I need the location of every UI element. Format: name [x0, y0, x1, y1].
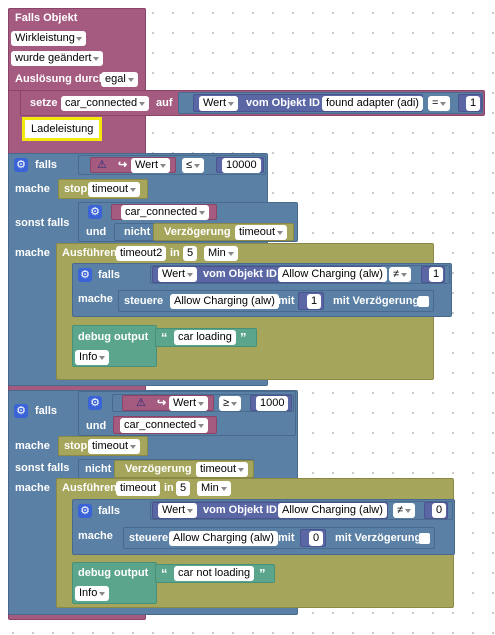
stop-label: stop — [64, 183, 88, 195]
do-label: mache — [15, 440, 50, 452]
event-ack-label: Auslösung durch — [15, 73, 106, 85]
prop-dropdown[interactable]: Wert — [169, 396, 209, 411]
do-label: mache — [15, 247, 50, 259]
from-object-label: vom Objekt ID — [203, 268, 277, 280]
var-dropdown[interactable]: car_connected — [120, 418, 209, 433]
if-label: falls — [98, 269, 121, 281]
quote-icon: “ — [161, 330, 168, 345]
operator-dropdown[interactable]: ≤ — [182, 158, 205, 173]
minutes-field[interactable]: 5 — [183, 246, 198, 261]
and-label: und — [86, 226, 107, 238]
object-id-field[interactable]: Allow Charging (alw) — [278, 267, 387, 282]
with-delay-label: mit Verzögerung — [333, 295, 420, 307]
quote-icon: ” — [240, 330, 247, 345]
log-level-dropdown[interactable]: Info — [75, 586, 110, 601]
warning-icon[interactable]: ⚠ — [97, 159, 107, 171]
set-label: setze — [30, 97, 58, 109]
set-var-dropdown[interactable]: car_connected — [61, 96, 150, 111]
if-label: falls — [35, 405, 58, 417]
if-label: falls — [35, 159, 58, 171]
control-object-field[interactable]: Allow Charging (alw) — [170, 294, 279, 309]
control-label: steuere — [129, 532, 169, 544]
unit-dropdown[interactable]: Min — [197, 481, 231, 496]
timer-name-field[interactable]: timeout2 — [116, 246, 167, 261]
do-label: mache — [78, 530, 113, 542]
exec-label: Ausführen — [62, 482, 117, 494]
debug-label: debug output — [78, 331, 149, 343]
var-dropdown[interactable]: car_connected — [121, 205, 210, 220]
from-object-label: vom Objekt ID — [246, 97, 320, 109]
number-field[interactable]: 0 — [432, 503, 447, 518]
timeout-dropdown[interactable]: timeout — [88, 182, 141, 197]
prop-dropdown[interactable]: Wert — [131, 158, 171, 173]
control-object-field[interactable]: Allow Charging (alw) — [169, 531, 278, 546]
in-label: in — [164, 482, 174, 494]
minutes-field[interactable]: 5 — [176, 481, 191, 496]
delay-timeout-dropdown[interactable]: timeout — [235, 225, 288, 240]
if-label: falls — [98, 505, 121, 517]
else-if-label: sonst falls — [15, 217, 70, 229]
operator-dropdown[interactable]: = — [428, 96, 451, 111]
in-label: in — [170, 247, 180, 259]
do-label: mache — [15, 482, 50, 494]
prop-dropdown[interactable]: Wert — [158, 267, 198, 282]
delay-timeout-dropdown[interactable]: timeout — [196, 462, 249, 477]
highlight-label[interactable]: Ladeleistung — [22, 117, 103, 141]
quote-icon: “ — [161, 566, 168, 581]
debug-text-field[interactable]: car not loading — [174, 566, 255, 581]
do-label: mache — [15, 183, 50, 195]
delay-checkbox[interactable] — [418, 296, 429, 307]
operator-dropdown[interactable]: ≠ — [393, 503, 416, 518]
do-label: mache — [78, 293, 113, 305]
else-if-label: sonst falls — [15, 462, 70, 474]
control-label: steuere — [124, 295, 164, 307]
quote-icon: ” — [259, 566, 266, 581]
from-object-label: vom Objekt ID — [203, 504, 277, 516]
event-title: Falls Objekt — [15, 12, 78, 24]
operator-dropdown[interactable]: ≠ — [389, 267, 412, 282]
not-label: nicht — [124, 226, 151, 238]
debug-label: debug output — [78, 567, 149, 579]
timer-name-field[interactable]: timeout — [116, 481, 161, 496]
gear-icon[interactable]: ⚙ — [14, 404, 28, 418]
number-field[interactable]: 10000 — [222, 158, 261, 173]
gear-icon[interactable]: ⚙ — [14, 158, 28, 172]
delay-label: Verzögerung — [164, 226, 231, 238]
number-field[interactable]: 1000 — [256, 396, 289, 411]
number-field[interactable]: 1 — [429, 267, 444, 282]
exec-label: Ausführen — [62, 247, 117, 259]
set-to-label: auf — [156, 97, 173, 109]
event-object-dropdown[interactable]: Wirkleistung - — [11, 31, 86, 46]
number-field[interactable]: 1 — [466, 96, 481, 111]
event-ack-dropdown[interactable]: egal — [101, 72, 138, 87]
delay-checkbox[interactable] — [419, 533, 430, 544]
object-id-field[interactable]: Allow Charging (alw) — [278, 503, 387, 518]
with-label: mit — [278, 532, 295, 544]
with-label: mit — [278, 295, 295, 307]
debug-text-field[interactable]: car loading — [174, 330, 236, 345]
event-trigger-dropdown[interactable]: wurde geändert — [11, 51, 104, 66]
arrow-icon: ↪ — [118, 159, 128, 171]
number-field[interactable]: 1 — [307, 294, 322, 309]
number-field[interactable]: 0 — [309, 531, 324, 546]
not-label: nicht — [85, 463, 112, 475]
timeout-dropdown[interactable]: timeout — [88, 439, 141, 454]
and-label: und — [86, 420, 107, 432]
unit-dropdown[interactable]: Min — [204, 246, 238, 261]
gear-icon[interactable]: ⚙ — [78, 504, 92, 518]
object-id-field[interactable]: found adapter (adi) — [322, 96, 423, 111]
prop-dropdown[interactable]: Wert — [158, 503, 198, 518]
operator-dropdown[interactable]: ≥ — [219, 396, 242, 411]
log-level-dropdown[interactable]: Info — [75, 350, 110, 365]
get-prop-dropdown[interactable]: Wert — [199, 96, 239, 111]
warning-icon[interactable]: ⚠ — [136, 397, 146, 409]
with-delay-label: mit Verzögerung — [335, 532, 422, 544]
gear-icon[interactable]: ⚙ — [88, 205, 102, 219]
gear-icon[interactable]: ⚙ — [78, 268, 92, 282]
arrow-icon: ↪ — [157, 397, 167, 409]
gear-icon[interactable]: ⚙ — [88, 396, 102, 410]
delay-label: Verzögerung — [125, 463, 192, 475]
stop-label: stop — [64, 440, 88, 452]
